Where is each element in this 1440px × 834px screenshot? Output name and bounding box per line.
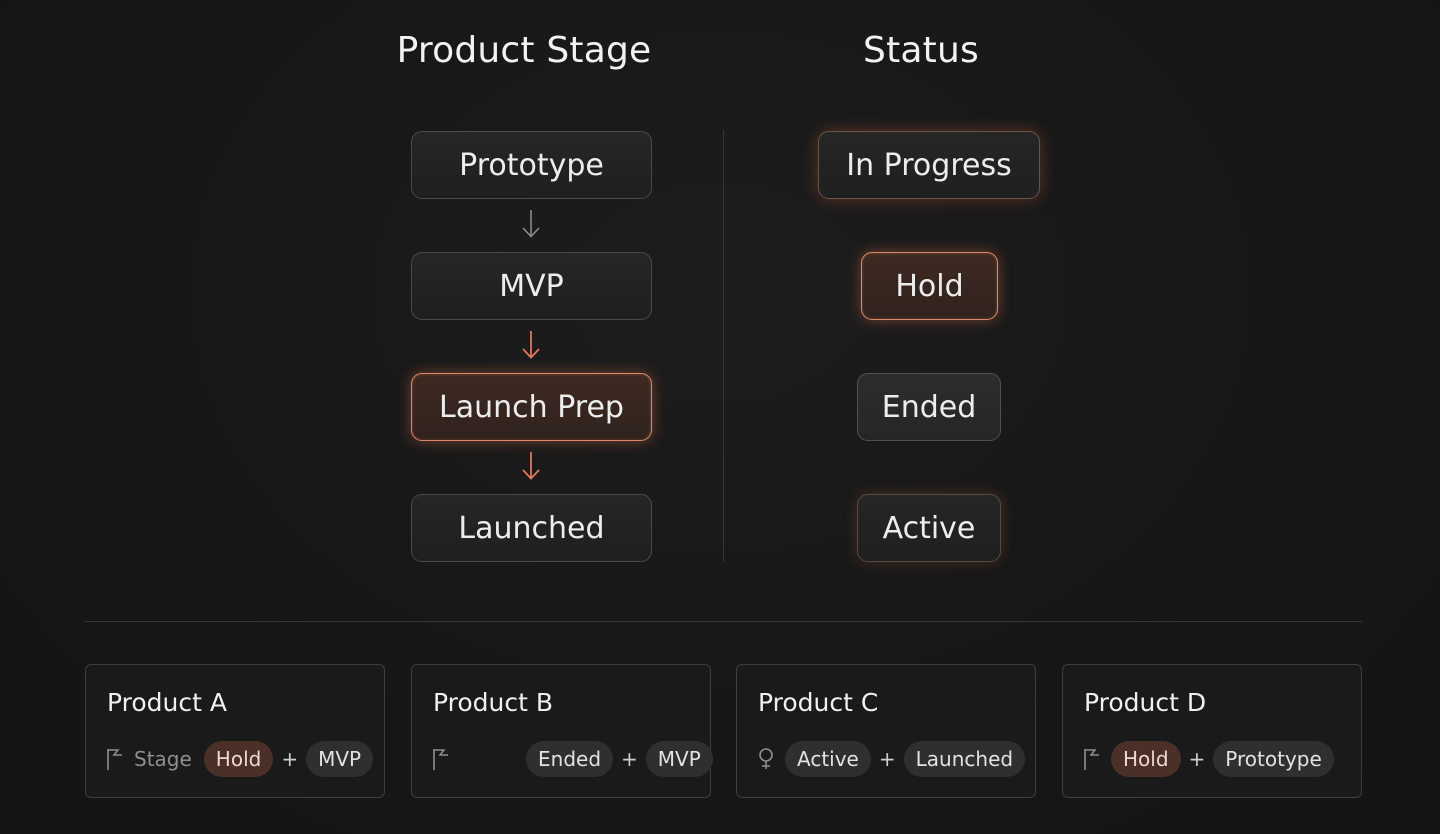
product-tags: Hold + Prototype	[1081, 740, 1334, 778]
product-stage-title: Product Stage	[396, 30, 652, 71]
stage-pill[interactable]: Prototype	[1213, 741, 1334, 777]
product-card-b[interactable]: Product B Ended + MVP	[411, 664, 713, 798]
stage-node-label: Launched	[458, 510, 605, 546]
status-node-label: Ended	[881, 389, 977, 425]
arrow-down-icon	[522, 331, 540, 359]
plus-sign: +	[878, 747, 896, 771]
status-pill[interactable]: Hold	[1111, 741, 1181, 777]
stage-pill[interactable]: MVP	[645, 741, 713, 777]
flag-icon	[107, 749, 122, 770]
plus-sign: +	[281, 747, 299, 771]
plus-sign: +	[1188, 747, 1206, 771]
flag-icon	[433, 749, 448, 770]
product-tags: Active + Launched	[755, 740, 1026, 778]
status-title: Status	[863, 30, 979, 71]
section-divider	[84, 621, 1362, 622]
stage-node-launched[interactable]: Launched	[411, 494, 652, 562]
status-node-active[interactable]: Active	[857, 494, 1001, 562]
stage-node-label: MVP	[499, 268, 564, 304]
status-node-ended[interactable]: Ended	[857, 373, 1001, 441]
status-pill[interactable]: Hold	[203, 741, 274, 777]
product-tags: Stage Hold + MVP	[104, 740, 374, 778]
product-card-a[interactable]: Product A Stage Hold + MVP	[85, 664, 385, 798]
pin-icon	[759, 748, 773, 769]
status-node-label: In Progress	[846, 147, 1012, 183]
product-name: Product D	[1084, 688, 1207, 717]
arrow-down-icon	[522, 210, 540, 238]
product-card-d[interactable]: Product D Hold + Prototype	[1062, 664, 1362, 798]
stage-node-launch-prep[interactable]: Launch Prep	[411, 373, 652, 441]
status-node-hold[interactable]: Hold	[861, 252, 998, 320]
stage-pill[interactable]: MVP	[306, 741, 374, 777]
flag-icon	[1084, 749, 1099, 770]
product-card-c[interactable]: Product C Active + Launched	[736, 664, 1036, 798]
status-node-label: Active	[882, 510, 976, 546]
status-pill[interactable]: Active	[785, 741, 871, 777]
stage-node-prototype[interactable]: Prototype	[411, 131, 652, 199]
stage-node-mvp[interactable]: MVP	[411, 252, 652, 320]
stage-pill[interactable]: Launched	[903, 741, 1026, 777]
product-name: Product C	[758, 688, 879, 717]
stage-node-label: Launch Prep	[439, 389, 624, 425]
status-node-in-progress[interactable]: In Progress	[818, 131, 1040, 199]
plus-sign: +	[621, 747, 638, 771]
column-divider	[723, 130, 724, 562]
product-tags: Ended + MVP	[430, 740, 713, 778]
arrow-down-icon	[522, 452, 540, 480]
row-label: Stage	[134, 747, 192, 771]
product-name: Product A	[107, 688, 227, 717]
status-pill[interactable]: Ended	[526, 741, 614, 777]
product-name: Product B	[433, 688, 554, 717]
stage-node-label: Prototype	[459, 147, 604, 183]
status-node-label: Hold	[895, 268, 964, 304]
